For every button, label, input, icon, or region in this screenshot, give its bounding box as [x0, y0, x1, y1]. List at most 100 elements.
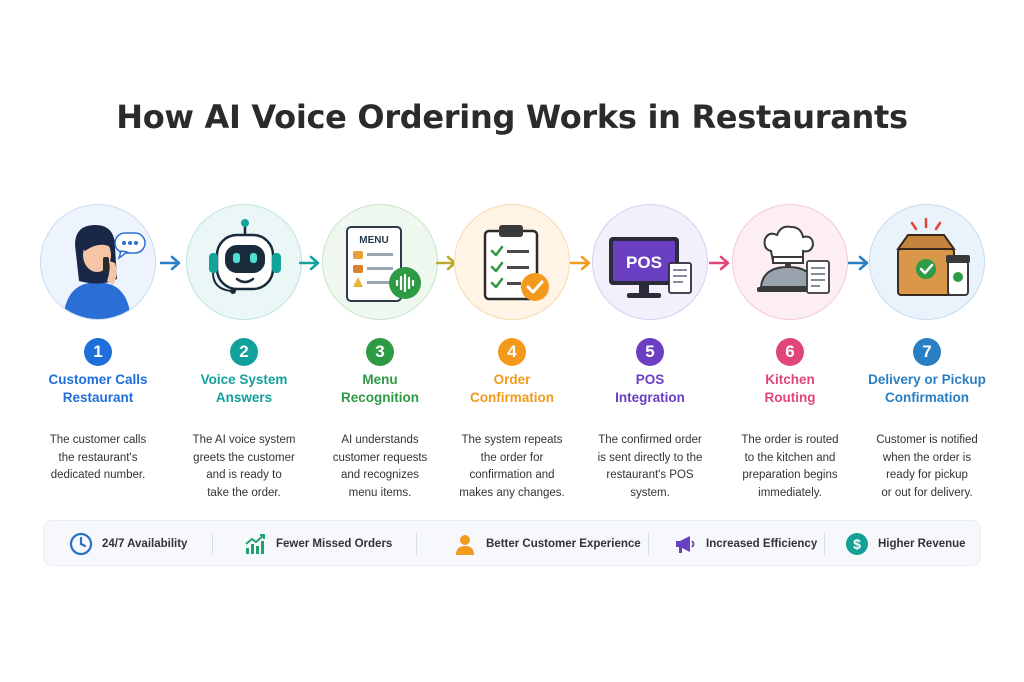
dollar-icon: $ [844, 531, 870, 557]
step-description: The AI voice system greets the customer … [174, 432, 314, 502]
step-3-illustration: MENU [322, 204, 438, 320]
step-5-illustration: POS [592, 204, 708, 320]
menu-icon: MENU [346, 226, 421, 302]
desc-line: menu items. [348, 486, 412, 499]
arrow-right-icon [299, 255, 320, 271]
pos-monitor-icon: POS [609, 237, 692, 298]
step-number: 1 [84, 338, 112, 366]
customer-phone-icon [63, 225, 146, 319]
step-title-line1: Customer Calls [48, 372, 148, 387]
step-title-line1: Voice System [200, 372, 288, 387]
benefit-missed-orders: Fewer Missed Orders [242, 521, 392, 567]
desc-line: take the order. [207, 486, 281, 499]
benefit-efficiency: Increased Efficiency [672, 521, 817, 567]
step-title: Delivery or Pickup Confirmation [855, 371, 999, 407]
step-description: The order is routed to the kitchen and p… [720, 432, 860, 502]
benefits-bar: 24/7 Availability Fewer Missed Orders Be… [43, 520, 981, 566]
step-title-line2: Routing [764, 390, 816, 405]
step-7-illustration [869, 204, 985, 320]
person-icon [452, 531, 478, 557]
desc-line: the restaurant's [58, 451, 138, 464]
step-title: Voice System Answers [172, 371, 316, 407]
desc-line: restaurant's POS [606, 469, 694, 481]
clock-icon [68, 531, 94, 557]
step-title-line1: Order [493, 372, 531, 387]
desc-line: to the kitchen and [744, 451, 836, 464]
step-number: 7 [913, 338, 941, 366]
divider [824, 533, 825, 555]
step-1-illustration [40, 204, 156, 320]
robot-icon [209, 219, 281, 294]
step-title: POS Integration [578, 371, 722, 407]
desc-line: and recognizes [341, 469, 419, 481]
step-title-line2: Confirmation [885, 390, 969, 405]
step-title-line1: Delivery or Pickup [868, 372, 986, 387]
step-description: AI understands customer requests and rec… [310, 432, 450, 502]
step-title: Kitchen Routing [718, 371, 862, 407]
desc-line: is sent directly to the [597, 451, 703, 464]
benefit-label: Higher Revenue [878, 538, 966, 550]
benefit-label: Better Customer Experience [486, 538, 641, 550]
desc-line: The AI voice system [192, 434, 296, 446]
step-title-line2: Integration [615, 390, 685, 405]
arrow-right-icon [709, 255, 730, 271]
desc-line: the order for [480, 451, 544, 464]
step-description: The system repeats the order for confirm… [442, 432, 582, 502]
desc-line: The customer calls [49, 434, 147, 446]
step-2-illustration [186, 204, 302, 320]
desc-line: AI understands [341, 434, 419, 446]
step-title-line1: Menu [362, 372, 398, 387]
desc-line: The system repeats [461, 434, 563, 446]
desc-line: immediately. [758, 486, 822, 499]
arrow-right-icon [848, 255, 869, 271]
desc-line: The confirmed order [598, 434, 702, 446]
delivery-bag-icon [896, 217, 970, 296]
step-number: 3 [366, 338, 394, 366]
desc-line: Customer is notified [876, 434, 978, 446]
step-number: 4 [498, 338, 526, 366]
step-description: Customer is notified when the order is r… [857, 432, 997, 502]
step-title-line2: Answers [215, 390, 273, 405]
step-4-illustration [454, 204, 570, 320]
arrow-right-icon [160, 255, 181, 271]
step-number: 2 [230, 338, 258, 366]
arrow-right-icon [570, 255, 591, 271]
benefit-label: Fewer Missed Orders [276, 538, 393, 550]
step-description: The confirmed order is sent directly to … [580, 432, 720, 502]
desc-line: or out for delivery. [881, 486, 973, 499]
menu-label: MENU [359, 235, 388, 246]
step-title-line2: Restaurant [62, 390, 134, 405]
benefit-revenue: $ Higher Revenue [844, 521, 966, 567]
step-title-line2: Recognition [341, 390, 419, 405]
megaphone-icon [672, 531, 698, 557]
pos-label: POS [626, 253, 662, 272]
step-title: Customer Calls Restaurant [26, 371, 170, 407]
step-title-line1: Kitchen [765, 372, 815, 387]
desc-line: ready for pickup [886, 469, 968, 481]
page-title: How AI Voice Ordering Works in Restauran… [116, 98, 908, 136]
step-description: The customer calls the restaurant's dedi… [28, 432, 168, 485]
benefit-label: Increased Efficiency [706, 538, 818, 550]
chef-hat-icon [757, 225, 830, 294]
step-6-illustration [732, 204, 848, 320]
svg-text:$: $ [853, 536, 861, 552]
divider [648, 533, 649, 555]
benefit-label: 24/7 Availability [102, 538, 188, 550]
benefit-availability: 24/7 Availability [68, 521, 187, 567]
desc-line: dedicated number. [50, 469, 146, 481]
desc-line: makes any changes. [459, 486, 565, 499]
desc-line: confirmation and [469, 469, 555, 481]
clipboard-check-icon [483, 225, 549, 301]
desc-line: The order is routed [741, 434, 839, 446]
benefit-customer-experience: Better Customer Experience [452, 521, 641, 567]
step-title-line1: POS [635, 372, 665, 387]
desc-line: preparation begins [742, 469, 838, 481]
step-title: Menu Recognition [308, 371, 452, 407]
divider [212, 533, 213, 555]
desc-line: customer requests [332, 451, 428, 464]
desc-line: and is ready to [206, 469, 282, 481]
divider [416, 533, 417, 555]
desc-line: greets the customer [193, 451, 295, 464]
step-number: 5 [636, 338, 664, 366]
growth-chart-icon [242, 531, 268, 557]
